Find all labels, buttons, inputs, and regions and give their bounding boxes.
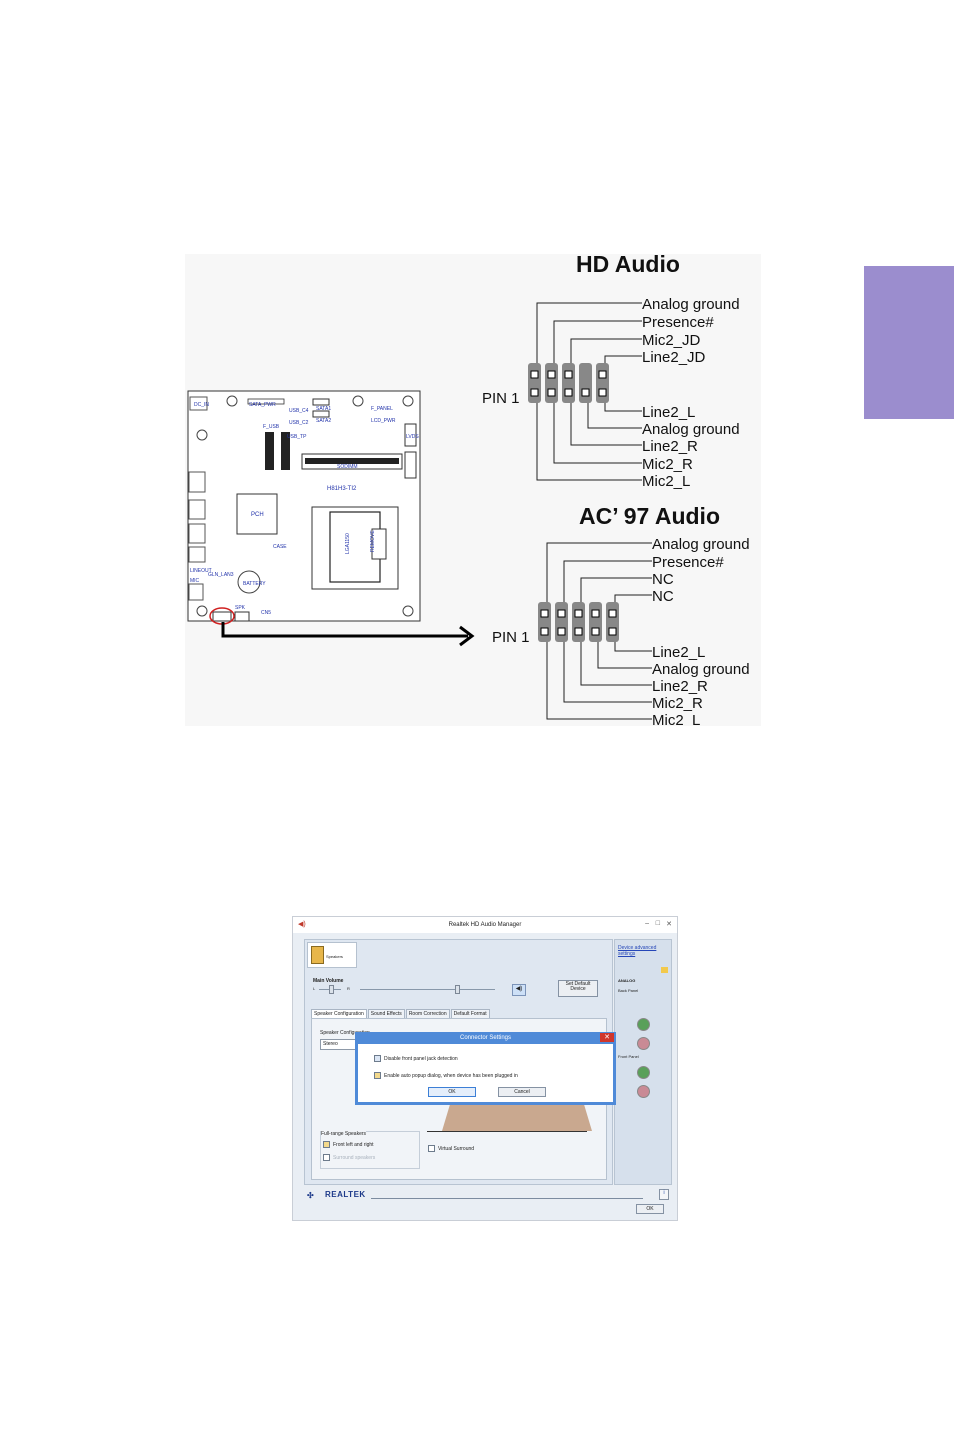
realtek-crab-icon: ✣	[307, 1191, 314, 1200]
info-icon[interactable]: i	[659, 1189, 669, 1200]
svg-text:Analog ground: Analog ground	[642, 296, 740, 313]
svg-text:USB_C2: USB_C2	[289, 420, 309, 426]
auto-popup-option[interactable]: Enable auto popup dialog, when device ha…	[374, 1072, 518, 1079]
svg-text:CASE: CASE	[273, 544, 287, 550]
svg-text:Line2_L: Line2_L	[652, 644, 705, 661]
jack-panel: Device advanced settings ANALOG Back Pan…	[614, 939, 672, 1185]
svg-text:NC: NC	[652, 571, 674, 588]
ac97-audio-pin-block	[538, 602, 619, 642]
svg-text:USB_C4: USB_C4	[289, 408, 309, 414]
svg-text:BATTERY: BATTERY	[243, 581, 266, 587]
chapter-side-tab	[864, 266, 954, 419]
main-volume-label: Main Volume	[313, 978, 344, 984]
svg-text:Analog ground: Analog ground	[652, 661, 750, 678]
svg-text:NC: NC	[652, 588, 674, 605]
set-default-device-button[interactable]: Set Default Device	[558, 980, 598, 997]
svg-text:Mic2_R: Mic2_R	[652, 695, 703, 712]
surround-speakers-option[interactable]: Surround speakers	[323, 1154, 375, 1161]
svg-text:Analog ground: Analog ground	[652, 536, 750, 553]
svg-text:SATA1: SATA1	[316, 406, 331, 412]
ac97-audio-header: AC’ 97 Audio PIN 1	[492, 503, 750, 726]
svg-text:Line2_JD: Line2_JD	[642, 349, 706, 366]
connector-close-button[interactable]: ✕	[600, 1033, 614, 1042]
realtek-logo: REALTEK	[325, 1190, 366, 1199]
realtek-audio-manager-window: ◀) Realtek HD Audio Manager – □ ✕ Speake…	[292, 916, 678, 1221]
checkbox-icon	[374, 1072, 381, 1079]
mute-button[interactable]: ◀)	[512, 984, 526, 996]
svg-text:LINEOUT: LINEOUT	[190, 568, 212, 574]
device-advanced-settings-link[interactable]: Device advanced settings	[618, 945, 657, 957]
svg-text:Line2_R: Line2_R	[652, 678, 708, 695]
connector-settings-title: Connector Settings	[459, 1035, 512, 1041]
connector-cancel-button[interactable]: Cancel	[498, 1087, 546, 1097]
volume-slider[interactable]	[360, 989, 495, 990]
checkbox-icon	[428, 1145, 435, 1152]
svg-text:Mic2_L: Mic2_L	[652, 712, 700, 726]
connector-settings-dialog: Connector Settings ✕ Disable front panel…	[355, 1032, 616, 1105]
svg-text:Line2_L: Line2_L	[642, 404, 695, 421]
svg-text:Line2_R: Line2_R	[642, 438, 698, 455]
svg-text:Mic2_R: Mic2_R	[642, 456, 693, 473]
svg-text:PCH: PCH	[251, 512, 264, 518]
svg-text:LCD_PWR: LCD_PWR	[371, 418, 396, 424]
folder-icon[interactable]	[661, 967, 668, 973]
virtual-surround-option[interactable]: Virtual Surround	[428, 1145, 474, 1152]
checkbox-icon	[374, 1055, 381, 1062]
svg-text:DC_IN: DC_IN	[194, 402, 209, 408]
hd-audio-title: HD Audio	[576, 254, 680, 277]
svg-text:CN5: CN5	[261, 610, 271, 616]
minimize-button[interactable]: –	[645, 920, 649, 927]
front-left-right-option[interactable]: Front left and right	[323, 1141, 374, 1148]
speaker-icon: ◀)	[298, 921, 306, 928]
svg-text:REMOVE: REMOVE	[370, 530, 376, 552]
back-green-jack-icon[interactable]	[637, 1018, 650, 1031]
motherboard-layout: DC_IN SATA_PWR USB_C4 USB_C2 F_USB USB_T…	[187, 390, 475, 647]
window-title: Realtek HD Audio Manager	[448, 922, 522, 928]
front-pink-jack-icon[interactable]	[637, 1085, 650, 1098]
svg-text:GLN_LAN3: GLN_LAN3	[208, 572, 234, 578]
speaker-config-select[interactable]: Stereo	[320, 1039, 360, 1050]
front-green-jack-icon[interactable]	[637, 1066, 650, 1079]
svg-text:Mic2_L: Mic2_L	[642, 473, 690, 490]
svg-text:SATA_PWR: SATA_PWR	[249, 402, 276, 408]
svg-text:MIC: MIC	[190, 578, 200, 584]
svg-text:Presence#: Presence#	[652, 554, 724, 571]
svg-text:H81H3-TI2: H81H3-TI2	[327, 486, 357, 492]
svg-text:F_PANEL: F_PANEL	[371, 406, 393, 412]
checkbox-icon	[323, 1154, 330, 1161]
speakers-icon	[311, 946, 324, 964]
connector-ok-button[interactable]: OK	[428, 1087, 476, 1097]
disable-jack-detection-option[interactable]: Disable front panel jack detection	[374, 1055, 458, 1062]
svg-text:SATA2: SATA2	[316, 418, 331, 424]
ac97-audio-title: AC’ 97 Audio	[579, 503, 720, 529]
svg-text:Mic2_JD: Mic2_JD	[642, 332, 701, 349]
hd-audio-header: HD Audio PIN 1	[482, 254, 740, 490]
svg-text:Presence#: Presence#	[642, 314, 714, 331]
svg-text:Analog ground: Analog ground	[642, 421, 740, 438]
svg-text:USB_TP: USB_TP	[287, 434, 307, 440]
fullrange-group: Full-range Speakers Front left and right…	[320, 1131, 420, 1169]
audio-header-figure: DC_IN SATA_PWR USB_C4 USB_C2 F_USB USB_T…	[185, 254, 761, 726]
checkbox-icon	[323, 1141, 330, 1148]
ac97-audio-pin1-label: PIN 1	[492, 629, 530, 646]
svg-text:LVDS: LVDS	[406, 434, 419, 440]
audio-header-diagram: DC_IN SATA_PWR USB_C4 USB_C2 F_USB USB_T…	[187, 254, 750, 726]
hd-audio-pin-block	[528, 363, 609, 403]
ok-button[interactable]: OK	[636, 1204, 664, 1214]
close-button[interactable]: ✕	[666, 921, 672, 928]
window-titlebar: ◀) Realtek HD Audio Manager – □ ✕	[293, 917, 677, 933]
hd-audio-pin1-label: PIN 1	[482, 390, 520, 407]
maximize-button[interactable]: □	[655, 920, 660, 927]
svg-text:LGA1150: LGA1150	[345, 533, 351, 554]
svg-text:F_USB: F_USB	[263, 424, 280, 430]
back-pink-jack-icon[interactable]	[637, 1037, 650, 1050]
svg-text:SPK: SPK	[235, 605, 246, 611]
svg-text:SODIMM: SODIMM	[337, 464, 358, 470]
tab-speakers[interactable]: Speakers	[307, 942, 357, 968]
settings-tabs: Speaker Configuration Sound Effects Room…	[311, 1009, 490, 1019]
